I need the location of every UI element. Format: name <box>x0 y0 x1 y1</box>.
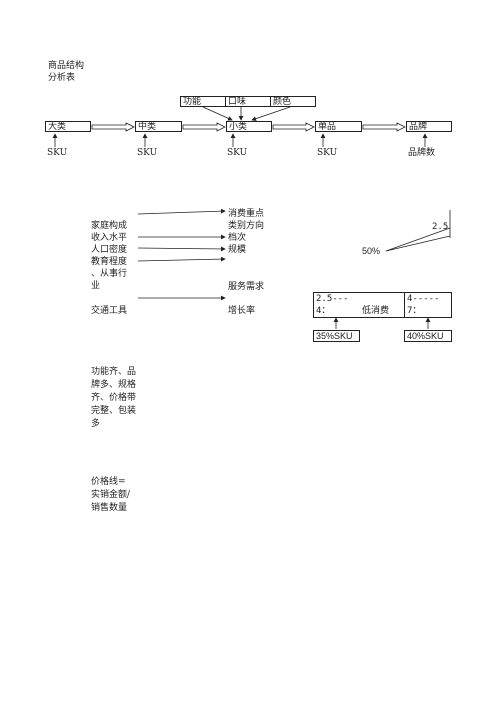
mid-grade: 档次 <box>228 233 247 243</box>
features-text: 功能齐、品牌多、规格齐、价格带完整、包装多 <box>91 367 137 429</box>
title-line-2: 分析表 <box>48 73 76 83</box>
pct-50-label: 50% <box>362 246 381 256</box>
chain-arrow-2 <box>182 122 226 132</box>
factor-industry: 业 <box>91 281 101 291</box>
arrow-color-to-small <box>251 106 291 121</box>
range-box-a-line1: 2.5--- <box>316 294 349 304</box>
box-brand: 品牌 <box>406 121 452 132</box>
arrow-factor-4 <box>137 256 226 262</box>
arrow-factor-1 <box>137 208 226 215</box>
sku-label-2: SKU <box>137 148 158 158</box>
sku-label-1: SKU <box>47 148 68 158</box>
box-category-mid: 中类 <box>135 121 182 132</box>
mid-category-direction: 类别方向 <box>228 221 265 231</box>
factor-occupation: 、从事行 <box>91 269 128 279</box>
arrow-function-to-small <box>202 106 233 121</box>
diag-line-2 <box>385 235 451 252</box>
ratio-label: 2.5 <box>432 222 449 232</box>
sku-35-box: 35%SKU <box>313 330 360 342</box>
factor-income: 收入水平 <box>91 233 128 243</box>
box-single-item: 单品 <box>315 121 362 132</box>
mid-growth-rate: 增长率 <box>228 306 256 316</box>
range-box-b-line2: 7： <box>407 306 422 316</box>
arrow-factor-3 <box>137 246 226 252</box>
title-line-1: 商品结构 <box>48 61 85 71</box>
box-category-large: 大类 <box>45 121 91 132</box>
range-box-a-line2: 4： <box>316 306 331 316</box>
factor-family: 家庭构成 <box>91 221 128 231</box>
brand-count-label: 品牌数 <box>408 148 436 158</box>
box-category-small: 小类 <box>226 121 272 132</box>
diag-line-1 <box>385 227 451 252</box>
box-color: 颜色 <box>270 96 316 107</box>
range-box-b-line1: 4----- <box>407 294 440 304</box>
mid-consumption-focus: 消费重点 <box>228 209 265 219</box>
chain-arrow-4 <box>362 122 406 132</box>
sku-label-3: SKU <box>227 148 248 158</box>
chain-arrow-3 <box>272 122 315 132</box>
low-consumption-label: 低消费 <box>362 306 390 316</box>
factor-transport: 交通工具 <box>91 306 128 316</box>
sku-label-4: SKU <box>317 148 338 158</box>
chain-arrow-1 <box>91 122 135 132</box>
mid-scale: 规模 <box>228 245 247 255</box>
mid-service-demand: 服务需求 <box>228 282 265 292</box>
factor-education: 教育程度 <box>91 257 128 267</box>
price-line-text: 价格线=实销金额/销售数量 <box>91 477 131 513</box>
sku-40-box: 40%SKU <box>404 330 452 342</box>
factor-density: 人口密度 <box>91 245 128 255</box>
